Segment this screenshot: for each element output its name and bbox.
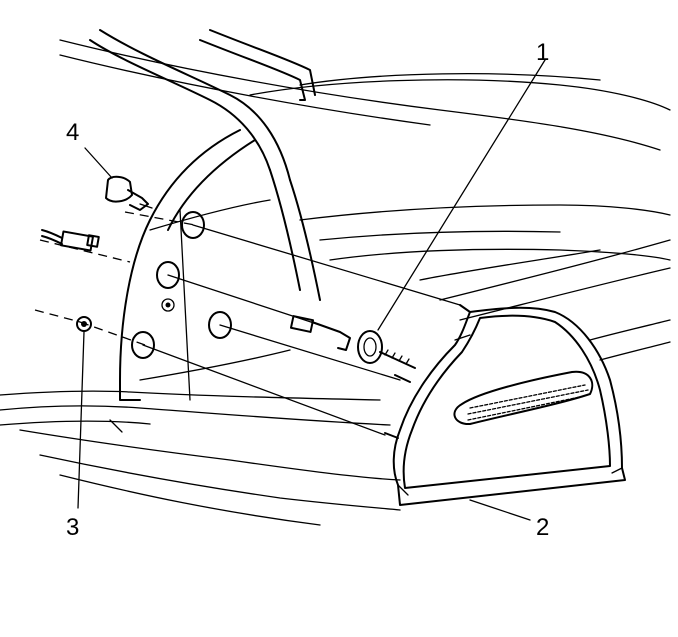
mounting-holes	[131, 211, 232, 359]
callout-2: 2	[536, 514, 549, 541]
callout-3: 3	[66, 514, 79, 541]
tail-lamp-assembly	[384, 304, 626, 506]
exploded-lines	[34, 211, 461, 436]
callout-4: 4	[66, 119, 79, 146]
push-pin-retainer	[105, 175, 153, 211]
lamp-socket	[289, 315, 416, 369]
leader-lines	[77, 59, 546, 521]
vehicle-body	[0, 29, 671, 526]
harness-connector	[41, 229, 100, 252]
callout-1: 1	[536, 39, 549, 66]
nut	[76, 316, 92, 332]
